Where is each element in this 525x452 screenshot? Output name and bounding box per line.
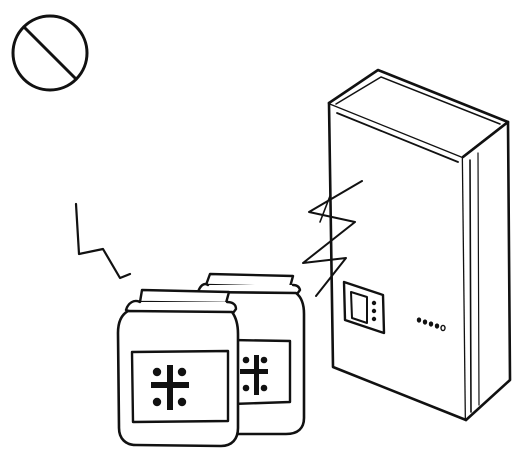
right-signal-zigzag-icon xyxy=(302,180,363,297)
indicator-lights xyxy=(416,317,446,332)
container-front xyxy=(116,288,240,448)
hashtag-symbol-icon xyxy=(240,355,268,395)
prohibition-icon xyxy=(11,14,89,92)
control-panel xyxy=(342,280,386,335)
hashtag-symbol-icon xyxy=(151,365,189,410)
left-signal-zigzag-icon xyxy=(74,202,132,280)
wall-cabinet xyxy=(327,68,512,422)
